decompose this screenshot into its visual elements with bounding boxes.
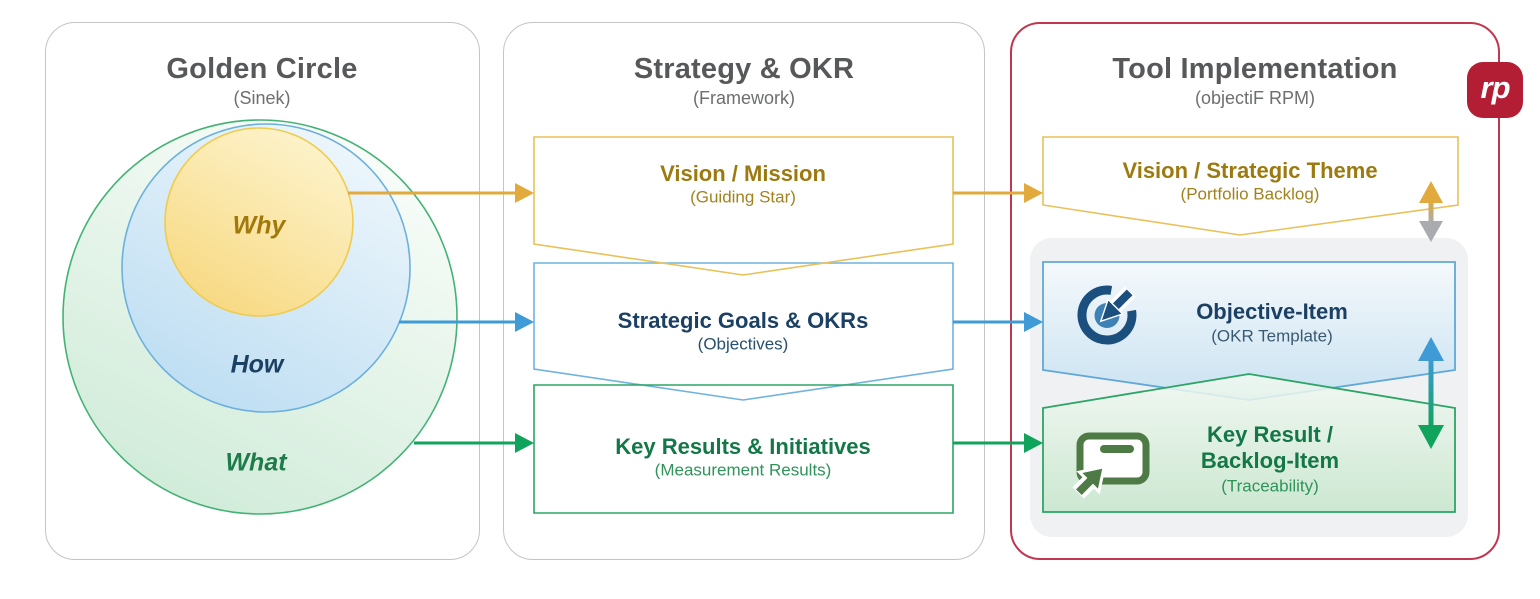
rp-logo: rp [1467, 62, 1523, 118]
strategy-okr-title: Strategy & OKR [633, 53, 855, 86]
key-result-heading-line2: Backlog-Item [1200, 447, 1340, 473]
vision-mission-heading: Vision / Mission [660, 160, 826, 186]
golden-circle-subtitle: (Sinek) [233, 88, 291, 109]
key-result-sub: (Traceability) [1221, 476, 1319, 496]
how-label: How [230, 350, 284, 379]
tool-implementation-title: Tool Implementation [1112, 53, 1398, 86]
rp-logo-text: rp [1480, 70, 1511, 105]
key-results-heading: Key Results & Initiatives [615, 433, 871, 459]
strategy-okr-subtitle: (Framework) [693, 88, 795, 109]
strategic-goals-heading: Strategic Goals & OKRs [617, 307, 869, 333]
key-result-heading-line1: Key Result / [1207, 421, 1333, 447]
why-label: Why [232, 211, 286, 240]
strategic-goals-sub: (Objectives) [697, 334, 789, 354]
what-label: What [225, 448, 287, 477]
golden-circle-title: Golden Circle [166, 53, 358, 86]
vision-mission-sub: (Guiding Star) [690, 187, 796, 207]
tool-implementation-subtitle: (objectiF RPM) [1194, 88, 1316, 109]
objective-item-sub: (OKR Template) [1211, 326, 1333, 346]
key-results-sub: (Measurement Results) [654, 460, 832, 480]
vision-theme-heading: Vision / Strategic Theme [1122, 157, 1378, 183]
objective-item-heading: Objective-Item [1196, 298, 1348, 324]
vision-theme-sub: (Portfolio Backlog) [1180, 184, 1320, 204]
